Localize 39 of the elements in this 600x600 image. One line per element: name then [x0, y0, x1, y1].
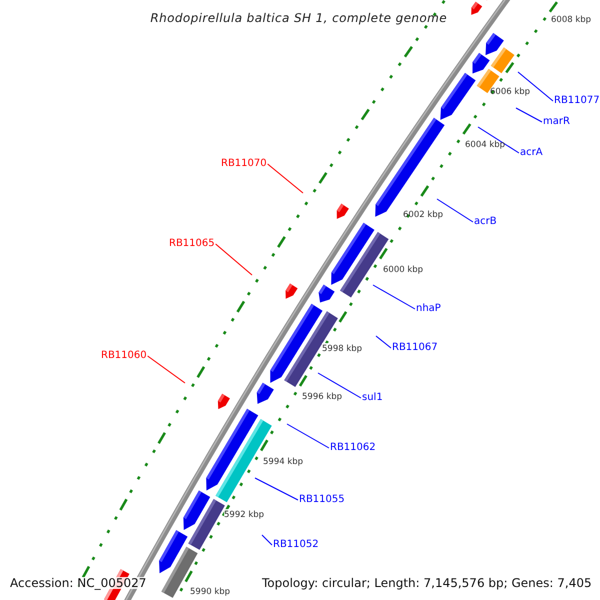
- leader-line: [215, 244, 252, 276]
- scale-label: 6006 kbp: [490, 86, 530, 98]
- scale-label: 5996 kbp: [302, 391, 342, 403]
- leader-line: [478, 126, 520, 154]
- leader-line: [436, 198, 474, 222]
- scale-label: 6000 kbp: [383, 264, 424, 276]
- scale-label: 5992 kbp: [224, 509, 264, 521]
- scale-label: 6008 kbp: [551, 14, 592, 26]
- gene-label: RB11060: [101, 350, 147, 362]
- leader-line: [516, 108, 542, 122]
- gene-label: RB11052: [273, 539, 319, 551]
- gene-label: RB11067: [392, 342, 438, 354]
- gene-label: sul1: [362, 392, 383, 404]
- scale-label: 6002 kbp: [403, 209, 444, 221]
- leader-line: [262, 534, 272, 546]
- scale-label: 5990 kbp: [190, 586, 230, 598]
- gene-label: RB11055: [299, 494, 345, 506]
- leader-line: [147, 356, 186, 384]
- gene-label: RB11077: [554, 95, 600, 107]
- map-title: Rhodopirellula baltica SH 1, complete genome: [150, 12, 447, 24]
- leader-line: [372, 284, 416, 310]
- leader-line: [254, 478, 298, 500]
- genome-summary-text: Topology: circular; Length: 7,145,576 bp; Genes: 7,405: [262, 577, 592, 589]
- scale-label: 5998 kbp: [322, 343, 362, 355]
- gene-label: RB11065: [169, 238, 215, 250]
- leader-line: [318, 372, 362, 398]
- leader-line: [376, 336, 392, 348]
- gene-label: nhaP: [416, 303, 441, 315]
- accession-text: Accession: NC_005027: [10, 577, 146, 589]
- gene-label: acrB: [474, 216, 497, 228]
- gene-label: RB11070: [221, 158, 267, 170]
- gene-label: marR: [543, 116, 570, 128]
- scale-label: 6004 kbp: [465, 139, 506, 151]
- gene-label: RB11062: [330, 442, 376, 454]
- gene-label: acrA: [520, 147, 543, 159]
- scale-label: 5994 kbp: [263, 456, 304, 468]
- leader-line: [286, 424, 330, 448]
- leader-line: [267, 164, 304, 194]
- leader-line: [518, 72, 554, 102]
